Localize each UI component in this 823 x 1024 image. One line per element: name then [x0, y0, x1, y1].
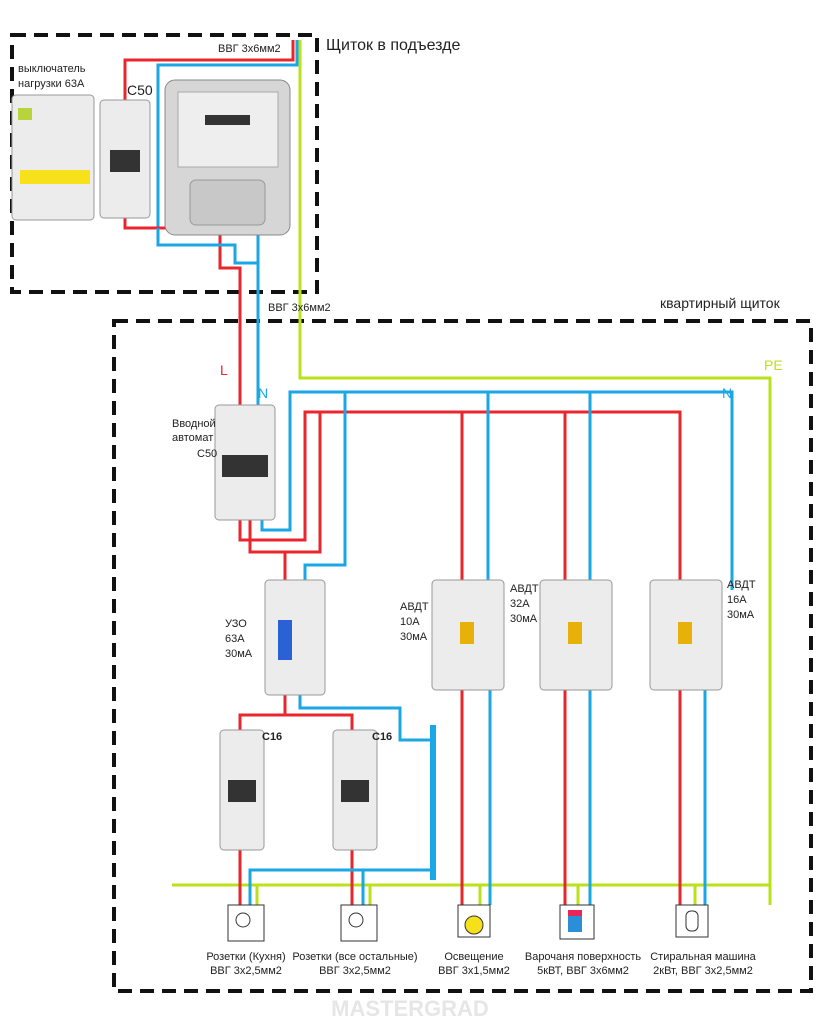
- c16-label-left: C16: [262, 731, 282, 743]
- pe-label: PE: [764, 357, 783, 373]
- diagram-shape: [227, 904, 265, 942]
- stove-icon: [559, 904, 595, 940]
- rcbo-label: 30мА: [510, 613, 538, 625]
- load-label: Варочаня поверхность: [525, 951, 642, 963]
- socket-icon: [340, 904, 378, 942]
- c16-breaker-right: [332, 729, 378, 851]
- c50-label: C50: [127, 82, 153, 98]
- load-label: Стиральная машина: [650, 951, 756, 963]
- c16-outputs: [238, 850, 354, 905]
- diagram-shape: [464, 915, 484, 935]
- load-label: ВВГ 3х1,5мм2: [438, 965, 510, 977]
- apartment-panel-title: квартирный щиток: [660, 295, 781, 311]
- load-label: 2кВт, ВВГ 3х2,5мм2: [653, 965, 753, 977]
- rcbo-label: 30мА: [727, 609, 755, 621]
- diagram-shape: [110, 150, 140, 172]
- diagram-shape: [222, 455, 268, 477]
- main-breaker-label: Вводной: [172, 418, 216, 430]
- rcbo-32a: [539, 579, 613, 691]
- phase-taps: [460, 412, 567, 585]
- socket-icon: [227, 904, 265, 942]
- diagram-shape: [18, 108, 32, 120]
- diagram-shape: [264, 579, 326, 696]
- rcbo-label: АВДТ: [400, 601, 429, 613]
- load-label: Розетки (все остальные): [292, 951, 417, 963]
- rcbo-neutral-outputs: [488, 690, 707, 905]
- diagram-shape: [235, 912, 251, 928]
- diagram-shape: [189, 179, 266, 226]
- rcd-neutral-out: [298, 695, 433, 742]
- rcbo-label: АВДТ: [727, 579, 756, 591]
- light-bulb-icon: [457, 904, 491, 938]
- rcbo-label: 16А: [727, 594, 747, 606]
- load-label: ВВГ 3х2,5мм2: [319, 965, 391, 977]
- neutral-bus: [260, 390, 734, 590]
- electricity-meter: [164, 79, 291, 236]
- watermark: MASTERGRAD: [331, 996, 489, 1021]
- cable-label: ВВГ 3х6мм2: [268, 302, 331, 314]
- main-breaker-label: автомат: [172, 432, 213, 444]
- rcbo-10a: [431, 579, 505, 691]
- load-switch-label: нагрузки 63А: [18, 78, 85, 90]
- neutral-to-rcd: [303, 392, 347, 590]
- load-label: Розетки (Кухня): [206, 951, 285, 963]
- l-label: L: [220, 362, 228, 378]
- diagram-shape: [460, 622, 474, 644]
- diagram-shape: [568, 910, 582, 916]
- diagram-shape: [685, 910, 699, 932]
- rcbo-label: 30мА: [400, 631, 428, 643]
- pe-wire: [298, 40, 772, 905]
- phase-bus: [238, 405, 682, 590]
- pe-drops: [255, 885, 697, 905]
- diagram-shape: [228, 780, 256, 802]
- group-neutral-outputs: [248, 868, 433, 905]
- washing-machine-icon: [675, 904, 709, 938]
- n-label: N: [258, 385, 268, 401]
- main-breaker: [214, 404, 276, 521]
- cable-in-label: ВВГ 3х6мм2: [218, 43, 281, 55]
- rcd-to-c16: [238, 695, 354, 735]
- load-label: ВВГ 3х2,5мм2: [210, 965, 282, 977]
- c16-label-right: C16: [372, 731, 392, 743]
- load-switch-label: выключатель: [18, 63, 86, 75]
- apartment-panel-box: [112, 319, 813, 993]
- load-switch: [11, 94, 95, 221]
- load-label: Освещение: [444, 951, 503, 963]
- diagram-shape: [278, 620, 292, 660]
- rcd: [264, 579, 326, 696]
- diagram-shape: [678, 622, 692, 644]
- diagram-shape: [348, 912, 364, 928]
- phase-wire-in: [123, 40, 295, 105]
- load-label: 5кВТ, ВВГ 3х6мм2: [537, 965, 629, 977]
- c50-breaker-entrance: [99, 99, 151, 219]
- rcbo-16a: [649, 579, 723, 691]
- diagram-shape: [568, 912, 582, 932]
- diagram-shape: [20, 170, 90, 184]
- main-breaker-rating: C50: [197, 448, 217, 460]
- rcbo-label: 10А: [400, 616, 420, 628]
- neutral-wire-to-main: [156, 228, 260, 410]
- diagram-shape: [11, 94, 95, 221]
- entrance-panel-title: Щиток в подъезде: [326, 37, 460, 54]
- rcbo-phase-outputs: [460, 690, 682, 905]
- rcd-label: УЗО: [225, 618, 247, 630]
- diagram-shape: [341, 780, 369, 802]
- rcd-label: 30мА: [225, 648, 253, 660]
- c16-breaker-left: [219, 729, 265, 851]
- rcd-label: 63А: [225, 633, 245, 645]
- rcbo-label: АВДТ: [510, 583, 539, 595]
- diagram-shape: [177, 91, 279, 168]
- n-label-right: N: [722, 385, 732, 401]
- diagram-shape: [568, 622, 582, 644]
- diagram-shape: [340, 904, 378, 942]
- diagram-shape: [205, 115, 250, 125]
- rcbo-label: 32А: [510, 598, 530, 610]
